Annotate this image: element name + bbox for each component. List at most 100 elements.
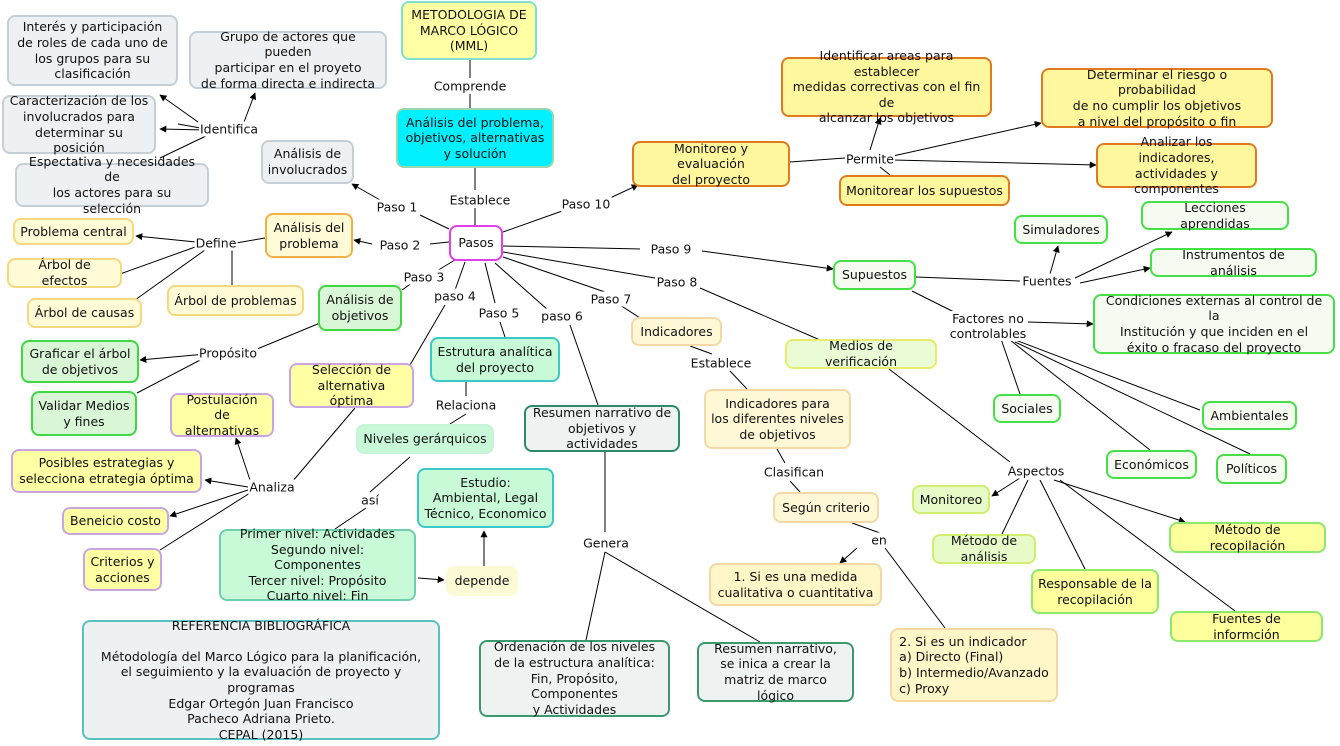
identificar-areas-node[interactable]: Identificar areas para establecer medida… xyxy=(781,48,992,125)
criterios-acciones-node[interactable]: Criterios y acciones xyxy=(83,548,162,591)
connector-line xyxy=(789,480,801,493)
label-clasifican: Clasifican xyxy=(762,464,826,480)
criterio-1-node[interactable]: 1. Si es una medida cualitativa o cuanti… xyxy=(709,563,882,606)
label-paso-3: Paso 3 xyxy=(402,269,446,285)
connector-line xyxy=(429,241,450,245)
medios-verificacion-node[interactable]: Medios de verificación xyxy=(785,338,937,369)
connector-line xyxy=(502,245,641,250)
label-permite: Permite xyxy=(845,151,895,167)
title-node[interactable]: METODOLOGIA DE MARCO LÓGICO (MML) xyxy=(401,1,537,60)
connector-line xyxy=(884,547,946,629)
connector-line xyxy=(234,437,251,481)
connector-line xyxy=(369,456,411,493)
metodo-analisis-node[interactable]: Método de análisis xyxy=(932,533,1036,564)
connector-line xyxy=(417,576,445,584)
criterio-2-node[interactable]: 2. Si es un indicador a) Directo (Final)… xyxy=(890,628,1058,702)
pasos-node[interactable]: Pasos xyxy=(449,225,503,261)
caracterizacion-node[interactable]: Caracterización de los involucrados para… xyxy=(2,93,156,155)
ordenacion-node[interactable]: Ordenación de los niveles de la estructu… xyxy=(479,639,670,717)
instrumentos-node[interactable]: Instrumentos de análisis xyxy=(1150,247,1317,278)
niveles-gerarquicos-node[interactable]: Niveles gerárquicos xyxy=(356,424,494,454)
resumen-narrativo-node[interactable]: Resumen narrativo de objetivos y activid… xyxy=(524,405,680,452)
label-en: en xyxy=(870,532,888,548)
connector-line xyxy=(502,251,656,279)
indicadores-niveles-node[interactable]: Indicadores para los diferentes niveles … xyxy=(704,389,851,449)
analizar-indicadores-node[interactable]: Analizar los indicadores, actividades y … xyxy=(1096,134,1257,196)
arbol-efectos-node[interactable]: Árbol de efectos xyxy=(7,257,122,288)
connector-line xyxy=(1074,231,1173,279)
connector-line xyxy=(892,159,1097,169)
graficar-arbol-node[interactable]: Graficar el árbol de objetivos xyxy=(21,340,139,383)
responsable-node[interactable]: Responsable de la recopilación xyxy=(1031,569,1159,614)
connector-line xyxy=(585,551,606,641)
resumen-matriz-node[interactable]: Resumen narrativo, se inica a crear la m… xyxy=(697,641,854,703)
connector-line xyxy=(291,407,356,483)
analisis-problema-node[interactable]: Análisis del problema xyxy=(265,213,353,258)
espectativa-node[interactable]: Espectativa y necesidades de los actores… xyxy=(15,154,209,216)
connector-line xyxy=(243,92,257,123)
indicadores-node[interactable]: Indicadores xyxy=(631,317,722,346)
primer-nivel-node[interactable]: Primer nivel: Actividades Segundo nivel:… xyxy=(219,526,416,603)
connector-line xyxy=(409,304,446,366)
determinar-riesgo-node[interactable]: Determinar el riesgo o probabilidad de n… xyxy=(1041,67,1273,129)
arbol-problemas-node[interactable]: Árbol de problemas xyxy=(167,285,304,316)
connector-line xyxy=(136,356,207,394)
metodo-recopilacion-node[interactable]: Método de recopilación xyxy=(1169,522,1326,553)
beneicio-costo-node[interactable]: Beneicio costo xyxy=(62,507,169,535)
label-identifica: Identifica xyxy=(198,121,260,137)
economicos-node[interactable]: Económicos xyxy=(1106,450,1197,479)
politicos-node[interactable]: Políticos xyxy=(1216,454,1287,484)
connector-line xyxy=(604,551,761,643)
connector-line xyxy=(1053,479,1186,524)
analysis-overview-node[interactable]: Análisis del problema, objetivos, altern… xyxy=(396,108,554,168)
label-analiza: Analiza xyxy=(248,479,296,495)
connector-line xyxy=(892,120,1042,157)
estrutura-analitica-node[interactable]: Estrutura analítica del proyecto xyxy=(430,337,560,382)
connector-line xyxy=(1039,479,1086,570)
lecciones-node[interactable]: Lecciones aprendidas xyxy=(1141,200,1289,231)
label-paso-8: Paso 8 xyxy=(655,274,699,290)
connector-line xyxy=(454,261,466,291)
connector-line xyxy=(1059,479,1236,612)
problema-central-node[interactable]: Problema central xyxy=(13,218,134,245)
monitoreo-small-node[interactable]: Monitoreo xyxy=(912,485,990,514)
connector-line xyxy=(119,245,199,275)
supuestos-node[interactable]: Supuestos xyxy=(833,260,916,290)
monitorear-supuestos-node[interactable]: Monitorear los supuestos xyxy=(839,175,1010,206)
connector-line xyxy=(879,166,891,176)
connector-line xyxy=(159,94,199,123)
connector-line xyxy=(915,276,1021,282)
label-asi: así xyxy=(360,492,380,508)
grupo-actores-node[interactable]: Grupo de actores que pueden participar e… xyxy=(189,29,387,91)
seleccion-alternativa-node[interactable]: Selección de alternativa óptima xyxy=(289,362,414,408)
connector-line xyxy=(701,250,834,272)
validar-medios-node[interactable]: Validar Medios y fines xyxy=(31,391,137,436)
estudio-node[interactable]: Estudio: Ambiental, Legal Técnico, Econo… xyxy=(417,468,554,528)
depende-node[interactable]: depende xyxy=(446,566,518,596)
simuladores-node[interactable]: Simuladores xyxy=(1014,215,1108,244)
condiciones-node[interactable]: Condiciones externas al control de la In… xyxy=(1093,293,1335,355)
label-factores: Factores no controlables xyxy=(948,311,1028,341)
sociales-node[interactable]: Sociales xyxy=(993,394,1061,423)
posibles-estrategias-node[interactable]: Posibles estrategias y selecciona etrate… xyxy=(11,449,202,493)
connector-line xyxy=(776,448,786,464)
label-paso-5: Paso 5 xyxy=(477,305,521,321)
connector-line xyxy=(204,477,249,488)
postulacion-node[interactable]: Postulación de alternativas xyxy=(170,392,274,438)
connector-line xyxy=(449,413,467,425)
referencia-node: REFERENCIA BIBLIOGRÁFICA Métodología del… xyxy=(82,618,440,742)
ambientales-node[interactable]: Ambientales xyxy=(1202,401,1297,430)
analisis-objetivos-node[interactable]: Análisis de objetivos xyxy=(318,285,402,331)
label-paso-1: Paso 1 xyxy=(375,199,419,215)
monitoreo-evaluacion-node[interactable]: Monitoreo y evaluación del proyecto xyxy=(632,141,790,187)
connector-line xyxy=(1014,341,1251,455)
label-relaciona: Relaciona xyxy=(434,397,498,413)
connector-line xyxy=(1009,337,1201,411)
arbol-causas-node[interactable]: Árbol de causas xyxy=(27,298,142,328)
fuentes-informacion-node[interactable]: Fuentes de informción xyxy=(1170,611,1323,642)
connector-line xyxy=(353,237,373,245)
label-paso-2: Paso 2 xyxy=(378,237,422,253)
interes-roles-node[interactable]: Interés y participación de roles de cada… xyxy=(7,15,178,86)
analisis-involucrados-node[interactable]: Análisis de involucrados xyxy=(261,140,354,184)
segun-criterio-node[interactable]: Según criterio xyxy=(773,492,879,523)
